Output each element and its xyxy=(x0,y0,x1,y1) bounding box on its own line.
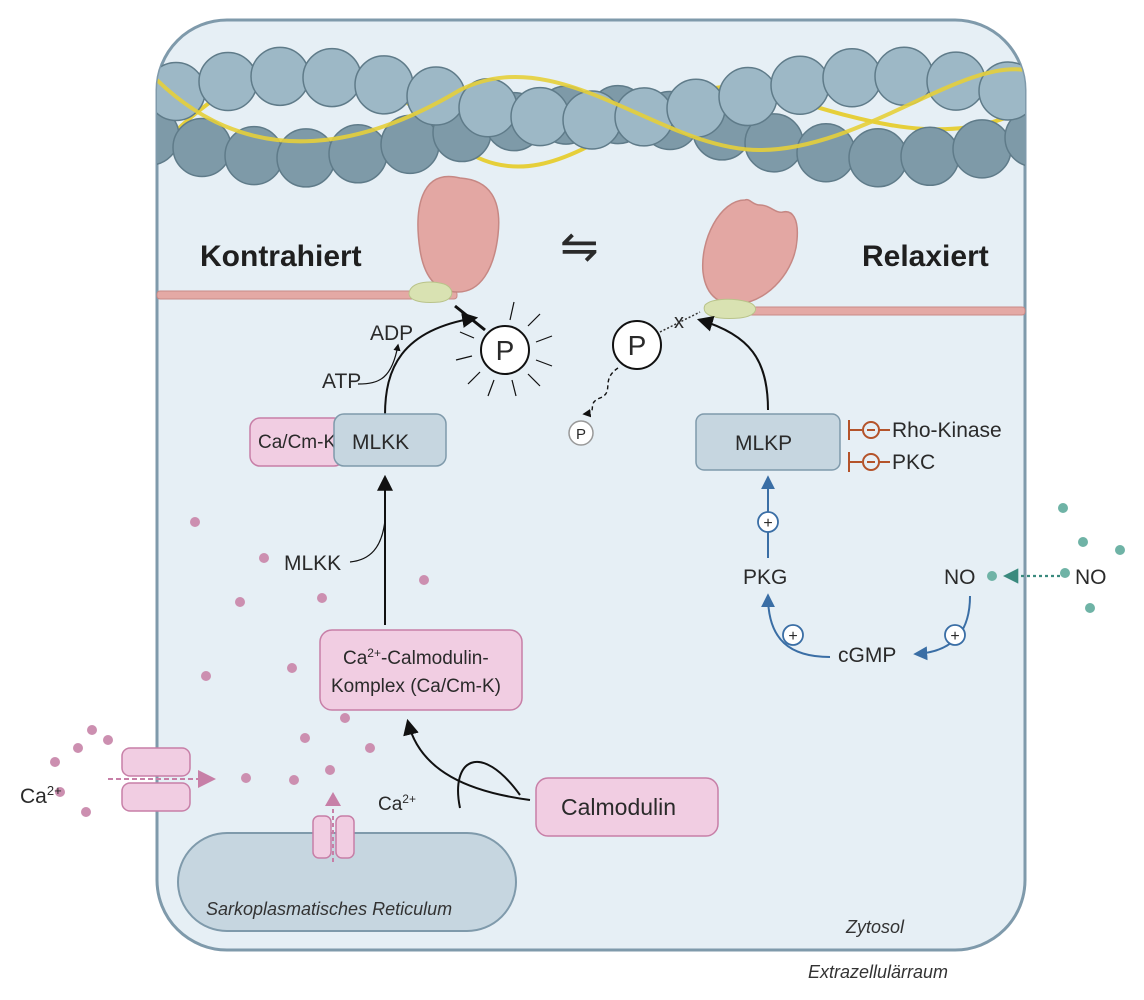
label-mlkk-input: MLKK xyxy=(284,552,341,575)
actin-monomer xyxy=(770,55,830,116)
calcium-ion xyxy=(190,517,200,527)
no-molecules xyxy=(1058,503,1125,613)
actin-monomer xyxy=(354,55,414,115)
ca-calmodulin-complex-box xyxy=(319,629,523,711)
actin-monomer xyxy=(952,119,1012,179)
calcium-ion xyxy=(300,733,310,743)
calcium-ion xyxy=(317,593,327,603)
label-adp: ADP xyxy=(370,322,413,345)
myosin-filament-left xyxy=(156,290,458,300)
svg-text:Ca2+-Calmodulin-: Ca2+-Calmodulin- xyxy=(343,646,489,669)
calcium-channel-membrane xyxy=(108,747,216,812)
calcium-ion xyxy=(289,775,299,785)
plus-pkg-mlkp xyxy=(757,511,779,533)
calcium-ion xyxy=(201,671,211,681)
calcium-ion xyxy=(241,773,251,783)
label-ca-extracellular: Ca2+ xyxy=(20,783,62,808)
label-cytosol: Zytosol xyxy=(845,917,905,937)
svg-text:P: P xyxy=(628,330,647,361)
myosin-head-relaxed xyxy=(701,198,799,319)
label-no-outside: NO xyxy=(1075,566,1107,589)
actin-monomer xyxy=(250,46,310,107)
label-pkg: PKG xyxy=(743,566,787,589)
actin-filament xyxy=(157,46,1089,188)
actin-monomer xyxy=(1004,107,1025,168)
svg-text:Komplex (Ca/Cm-K): Komplex (Ca/Cm-K) xyxy=(331,676,501,697)
actin-monomer xyxy=(848,127,908,188)
calcium-ion xyxy=(419,575,429,585)
calcium-ion xyxy=(73,743,83,753)
calcium-ion xyxy=(55,787,65,797)
svg-text:MLKP: MLKP xyxy=(735,432,792,455)
label-pkc: PKC xyxy=(892,451,935,474)
actin-monomer xyxy=(276,128,336,188)
actin-monomer xyxy=(198,51,258,112)
svg-text:Ca/Cm-K: Ca/Cm-K xyxy=(258,432,336,453)
label-sr: Sarkoplasmatisches Reticulum xyxy=(206,899,452,919)
inhibitor-icon xyxy=(848,420,890,472)
mlkk-box xyxy=(333,413,447,467)
calcium-channel-sr xyxy=(312,792,355,862)
svg-text:P: P xyxy=(576,426,586,443)
label-ca-arrow: Ca2+ xyxy=(378,792,416,815)
myosin-filament-right xyxy=(739,306,1026,316)
calcium-ion xyxy=(287,663,297,673)
svg-text:+: + xyxy=(763,515,772,532)
actin-monomer xyxy=(978,61,1025,121)
plus-no-cgmp xyxy=(944,624,966,646)
phosphate-removed xyxy=(568,420,594,446)
svg-text:Calmodulin: Calmodulin xyxy=(561,794,676,820)
label-contracted: Kontrahiert xyxy=(200,240,362,273)
phosphate-released xyxy=(612,320,662,370)
label-atp: ATP xyxy=(322,370,361,393)
svg-text:+: + xyxy=(788,628,797,645)
actin-monomer xyxy=(172,117,232,178)
mlkp-box xyxy=(695,413,841,471)
label-extracellular: Extrazellulärraum xyxy=(808,962,948,982)
actin-monomer xyxy=(718,66,778,127)
calcium-ion xyxy=(325,765,335,775)
label-no-inside: NO xyxy=(944,566,976,589)
phosphate-glow-icon xyxy=(455,301,553,397)
label-relaxed: Relaxiert xyxy=(862,240,989,273)
actin-monomer xyxy=(926,51,986,111)
calmodulin-box xyxy=(535,777,719,837)
calcium-ion xyxy=(103,735,113,745)
calcium-ion xyxy=(87,725,97,735)
actin-monomer xyxy=(302,47,362,108)
cleave-mark: x xyxy=(674,311,684,333)
actin-monomer xyxy=(822,48,882,108)
calcium-ion xyxy=(365,743,375,753)
calcium-ion xyxy=(81,807,91,817)
plus-cgmp-pkg xyxy=(782,624,804,646)
myosin-head-contracted xyxy=(408,175,500,303)
svg-text:P: P xyxy=(496,335,515,366)
label-rho-kinase: Rho-Kinase xyxy=(892,419,1002,442)
phosphate-bound xyxy=(480,325,530,375)
actin-monomer xyxy=(900,126,960,187)
equilibrium-arrows-icon: ⇋ xyxy=(560,220,599,272)
cell-membrane xyxy=(155,18,1027,952)
actin-monomer xyxy=(562,90,622,150)
calcium-ion xyxy=(259,553,269,563)
actin-monomer xyxy=(1031,74,1089,132)
svg-text:+: + xyxy=(950,628,959,645)
label-cgmp: cGMP xyxy=(838,644,896,667)
svg-text:MLKK: MLKK xyxy=(352,431,409,454)
actin-monomer xyxy=(510,86,570,147)
calcium-ion xyxy=(235,597,245,607)
calcium-ion xyxy=(340,713,350,723)
actin-monomer xyxy=(406,66,466,126)
calcium-ion xyxy=(50,757,60,767)
